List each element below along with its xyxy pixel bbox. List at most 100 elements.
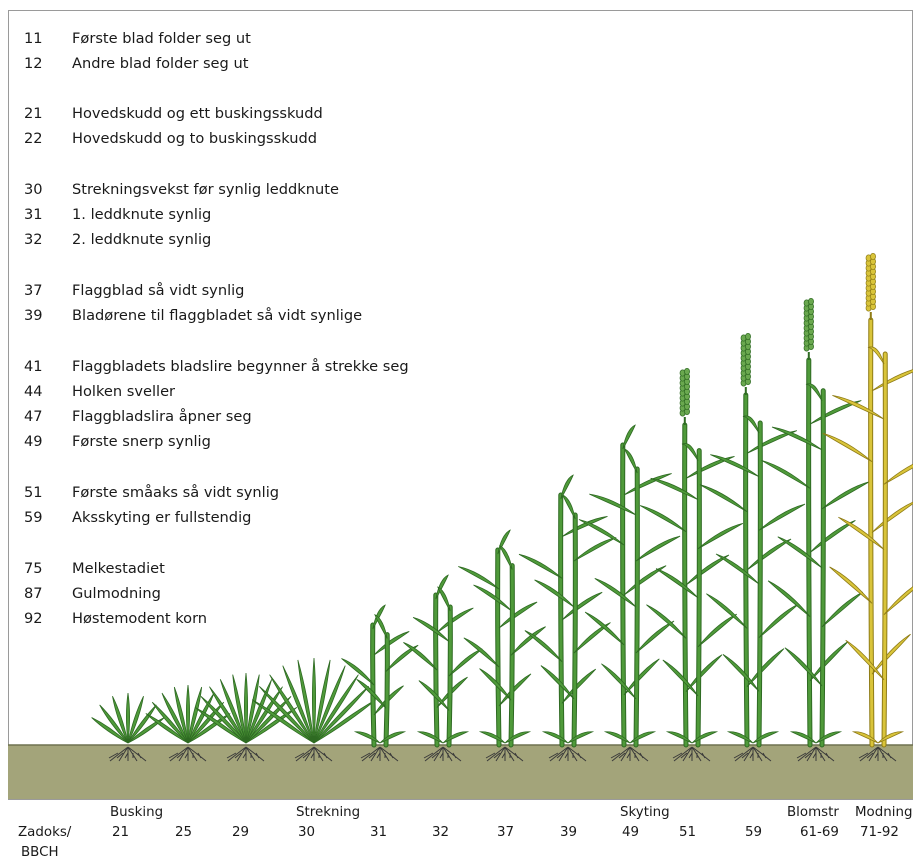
plant-stem-fill (447, 605, 452, 747)
plant-leaf (282, 665, 315, 744)
stage-code: 12 (24, 55, 43, 72)
plant-leaf (356, 678, 387, 709)
plant-leaf (710, 454, 760, 478)
wheat-plant (761, 297, 870, 762)
plant-leaf (385, 644, 419, 672)
plant-leaf (851, 731, 879, 744)
plant-leaf (313, 665, 346, 744)
plant-leaf (578, 519, 625, 546)
plant-leaf (540, 665, 575, 700)
plant-roots (360, 746, 399, 762)
plant-leaf (209, 686, 247, 744)
wheat-plant (91, 692, 165, 762)
axis-title-second-line: BBCH (21, 845, 59, 860)
plant-leaf (771, 426, 823, 451)
stage-code: 59 (24, 509, 43, 526)
wheat-plant (578, 424, 681, 762)
plant-leaf (518, 553, 563, 579)
plant-leaf (245, 707, 298, 744)
stage-code: 37 (24, 282, 43, 299)
stage-code: 30 (24, 181, 43, 198)
stage-code: 92 (24, 610, 43, 627)
plant-leaf (562, 494, 576, 520)
wheat-plant (518, 474, 617, 762)
plant-leaf (379, 731, 407, 744)
plant-leaf (463, 637, 500, 668)
plant-leaf (594, 578, 637, 608)
plant-leaf (715, 553, 760, 585)
plant-leaf (403, 642, 438, 671)
plant-roots (796, 746, 835, 762)
plant-leaf (499, 544, 513, 570)
plant-leaf (341, 658, 375, 686)
plant-leaf (635, 620, 675, 654)
stage-description: Hovedskudd og to buskingsskudd (72, 130, 318, 147)
plant-leaf (883, 586, 913, 615)
plant-stem-fill (744, 393, 749, 747)
plant-leaf (442, 731, 470, 744)
plant-leaf (601, 663, 637, 700)
plant-leaf (685, 554, 730, 586)
plant-leaf (187, 713, 231, 744)
plant-leaf (524, 630, 563, 662)
plant-row (91, 252, 913, 762)
plant-leaf (838, 516, 885, 550)
plant-stem-fill (509, 564, 514, 747)
stage-description: Flaggbladslira åpner seg (72, 408, 252, 425)
plant-roots (294, 746, 333, 762)
plant-leaf (877, 731, 905, 744)
plant-roots (858, 746, 897, 762)
stage-tick: 61-69 (800, 825, 839, 840)
plant-roots (423, 746, 462, 762)
plant-leaf (251, 699, 315, 744)
plant-leaf (458, 566, 500, 590)
plant-leaf (186, 684, 190, 744)
plant-leaf (145, 713, 189, 744)
plant-leaf (832, 394, 885, 420)
stage-code: 22 (24, 130, 43, 147)
stage-description: Høstemodent korn (72, 610, 208, 627)
plant-leaf (99, 704, 129, 744)
stage-description: Holken sveller (72, 383, 176, 400)
plant-roots (733, 746, 772, 762)
plant-leaf (871, 369, 913, 392)
plant-leaf (127, 695, 144, 744)
plant-leaf (805, 383, 823, 402)
plant-leaf (269, 674, 315, 744)
plant-leaf (758, 603, 799, 638)
plant-leaf (194, 707, 247, 744)
plant-leaf (655, 568, 699, 599)
plant-leaf (561, 516, 608, 538)
stage-tick: 25 (175, 825, 193, 840)
plant-stem-fill (882, 352, 887, 747)
plant-leaf (258, 686, 315, 744)
plant-leaf (312, 657, 316, 744)
axis-title: Zadoks/ (18, 825, 72, 840)
plant-roots (168, 746, 207, 762)
plant-stem-fill (496, 548, 501, 747)
stage-tick: 51 (679, 825, 697, 840)
stage-tick: 29 (232, 825, 250, 840)
plant-leaf (561, 668, 597, 704)
plant-leaf (91, 717, 129, 744)
plant-leaf (541, 731, 569, 744)
stage-description: Strekningsvekst før synlig leddknute (72, 181, 339, 198)
plant-leaf (845, 639, 885, 681)
plant-leaf (437, 586, 451, 612)
plant-leaf (187, 686, 203, 744)
plant-leaf (867, 346, 885, 365)
plant-leaf (646, 604, 687, 639)
plant-leaf (752, 731, 780, 744)
plant-leaf (560, 474, 574, 500)
plant-stem-fill (434, 593, 439, 747)
plant-leaf (809, 641, 849, 682)
plant-leaf (412, 616, 450, 642)
phase-label-strekning: Strekning (296, 805, 361, 820)
plant-leaf (767, 580, 811, 617)
plant-leaf (534, 579, 575, 608)
plant-stem-fill (683, 423, 688, 747)
plant-leaf (629, 731, 657, 744)
stage-code: 32 (24, 231, 43, 248)
plant-leaf (127, 704, 157, 744)
stage-tick: 71-92 (860, 825, 899, 840)
